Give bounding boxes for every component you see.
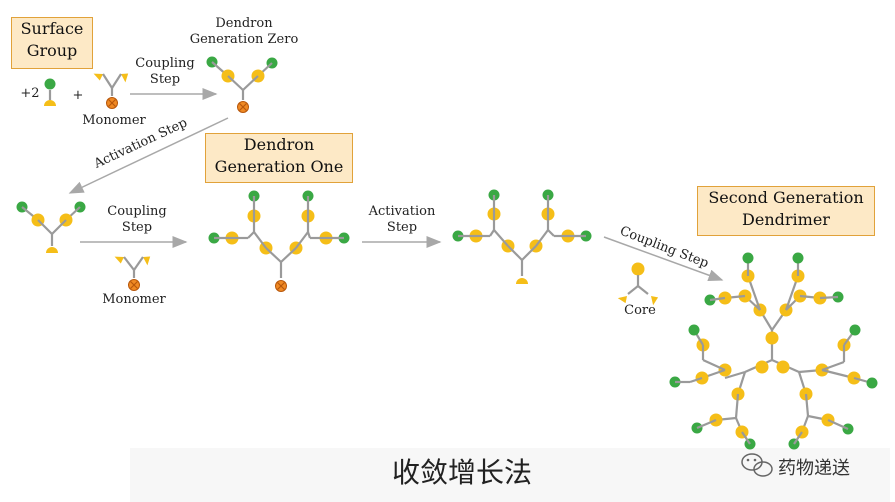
- monomer-arm: [617, 296, 627, 304]
- generation-one-box: Dendron Generation One: [205, 133, 353, 183]
- monomer-arm: [651, 296, 659, 306]
- bond: [253, 231, 267, 249]
- monomer-arm: [114, 256, 124, 264]
- yellow-half-unit: [46, 247, 58, 253]
- arrow-coupling-3: [603, 236, 724, 282]
- bond: [133, 256, 144, 271]
- activation-step-2-label: Activation Step: [368, 204, 436, 235]
- bond: [102, 73, 113, 89]
- bond: [123, 256, 135, 271]
- bond: [724, 370, 746, 380]
- arrow-activation-1: [68, 117, 229, 194]
- monomer-1-label: Monomer: [82, 113, 146, 128]
- bond: [709, 296, 726, 302]
- bond: [741, 431, 751, 445]
- bond: [827, 418, 849, 431]
- plus-label: +: [72, 88, 84, 103]
- bond: [521, 245, 537, 261]
- second-generation-box: Second Generation Dendrimer: [697, 186, 875, 236]
- focal-cross: [108, 99, 116, 107]
- molecules: [16, 56, 878, 450]
- bond: [489, 229, 495, 237]
- bond: [702, 358, 726, 372]
- bond: [295, 231, 309, 249]
- green-end-group: [866, 377, 878, 389]
- bond: [242, 75, 259, 91]
- second-generation-text: Second Generation Dendrimer: [708, 188, 864, 229]
- coupling-step-1-label: Coupling Step: [135, 56, 195, 87]
- yellow-unit: [765, 331, 779, 345]
- bond: [227, 75, 244, 91]
- plus2-label: +2: [20, 86, 40, 101]
- bond: [734, 393, 740, 419]
- bond: [51, 219, 67, 235]
- bond: [493, 229, 509, 247]
- core-label: Core: [624, 303, 656, 318]
- watermark-text: 药物递送: [778, 458, 850, 479]
- bond: [689, 376, 703, 384]
- focal-cross: [130, 281, 138, 289]
- bond: [265, 247, 282, 263]
- bond: [637, 285, 649, 295]
- monomer-2-label: Monomer: [102, 292, 166, 307]
- bond: [37, 219, 53, 235]
- bond: [821, 360, 845, 372]
- focal-cross: [277, 282, 285, 290]
- green-end-group: [44, 78, 56, 90]
- bond: [247, 231, 255, 239]
- monomer-arm: [143, 256, 151, 266]
- monomer-arm: [93, 73, 103, 81]
- footer-panel: [130, 448, 890, 502]
- green-end-group: [742, 252, 754, 264]
- surface-group-box: Surface Group: [11, 17, 93, 69]
- yellow-unit: [631, 262, 645, 276]
- chinese-title: 收敛增长法: [392, 456, 533, 489]
- bond: [507, 245, 523, 261]
- wechat-logo-icon: [741, 453, 773, 477]
- generation-one-text: Dendron Generation One: [214, 135, 344, 176]
- green-end-group: [688, 324, 700, 336]
- coupling-step-2-label: Coupling Step: [107, 204, 167, 235]
- bond: [819, 295, 839, 300]
- yellow-half-unit: [44, 100, 56, 106]
- monomer-arm: [121, 73, 129, 83]
- bond: [627, 285, 639, 295]
- yellow-unit: [776, 360, 790, 374]
- bond: [793, 431, 803, 445]
- bond: [804, 393, 810, 417]
- yellow-half-unit: [516, 278, 528, 284]
- bond: [111, 73, 122, 89]
- surface-group-text: Surface Group: [20, 19, 84, 60]
- bond: [280, 247, 297, 263]
- green-end-group: [849, 324, 861, 336]
- yellow-unit: [755, 360, 769, 374]
- bond: [696, 418, 717, 430]
- bond: [535, 229, 549, 247]
- bond: [547, 229, 555, 237]
- green-end-group: [792, 252, 804, 264]
- dendron-gen-zero-label: Dendron Generation Zero: [189, 16, 299, 47]
- focal-cross: [239, 103, 247, 111]
